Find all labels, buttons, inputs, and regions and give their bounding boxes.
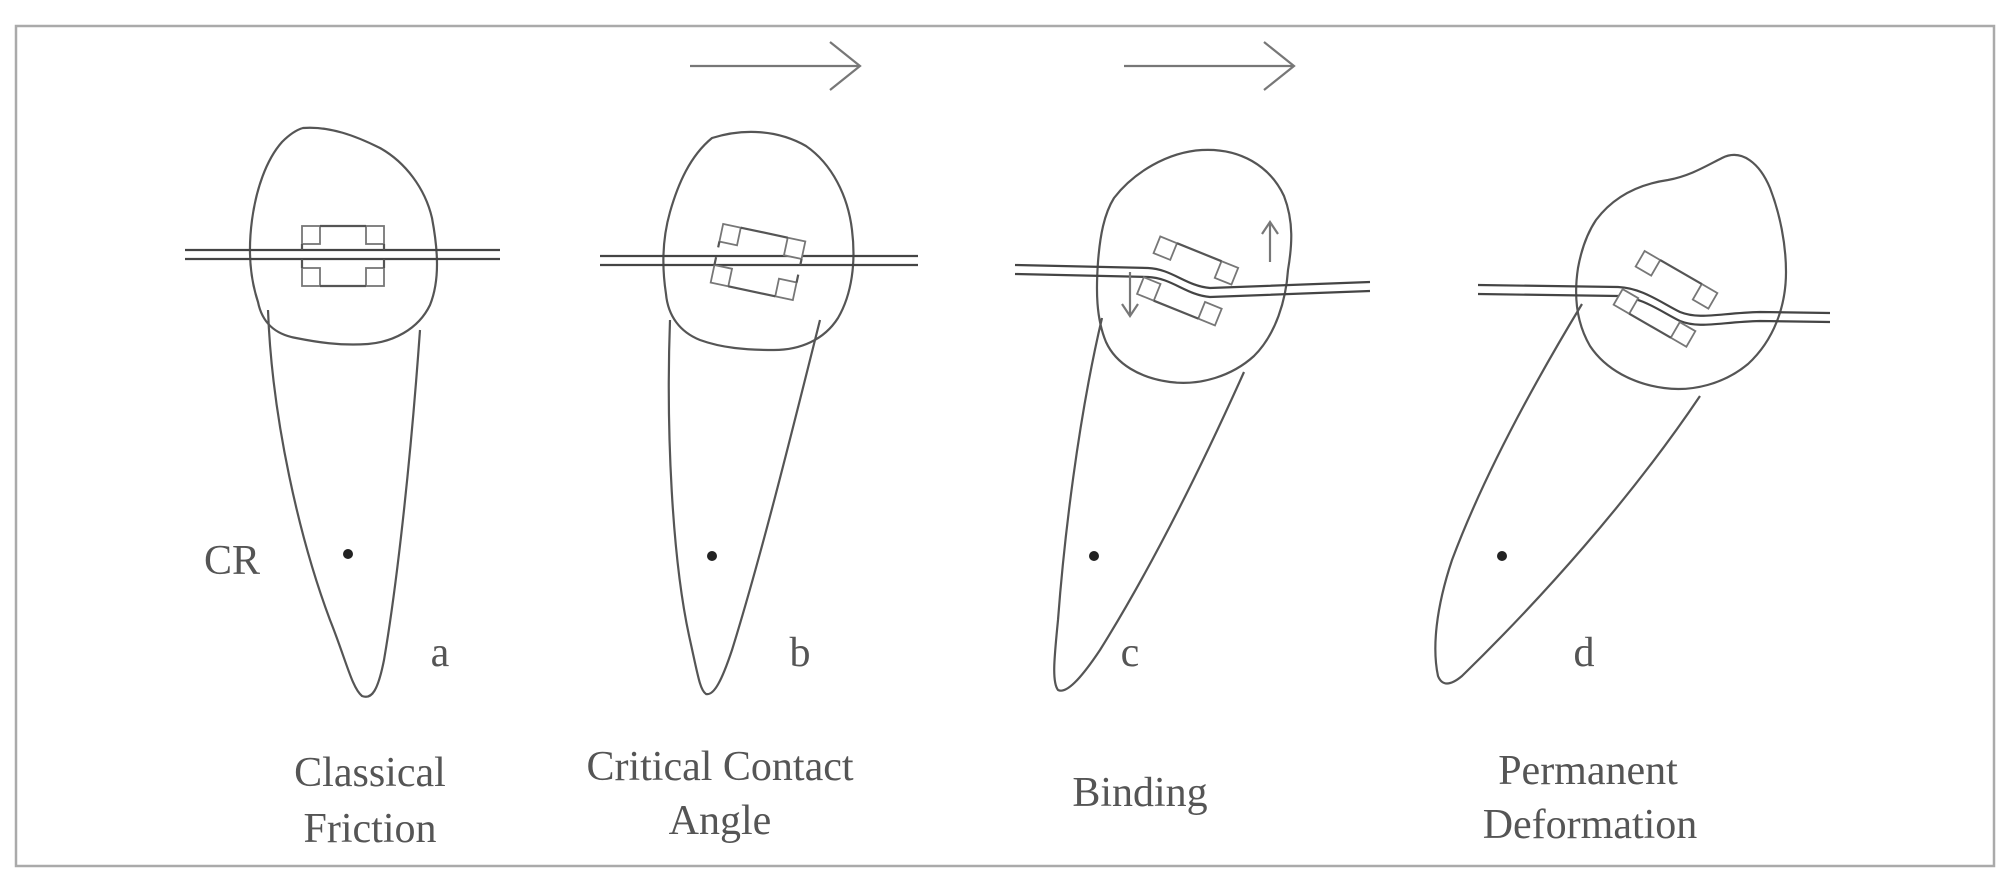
center-of-resistance-b — [707, 551, 717, 561]
panel-caption-a-line2: Friction — [304, 806, 437, 852]
panel-caption-d-line1: Permanent — [1498, 748, 1678, 794]
tooth-c-crown — [1095, 148, 1293, 384]
binding-arrow-down — [1121, 272, 1139, 318]
panel-letter-b: b — [790, 630, 811, 676]
figure-frame — [14, 24, 1996, 868]
center-of-resistance-a — [343, 549, 353, 559]
panel-a: CR a Classical Friction — [185, 126, 500, 852]
bracket-a — [300, 224, 386, 288]
tooth-d-root — [1434, 303, 1701, 685]
panel-caption-b-line2: Angle — [669, 798, 772, 844]
bracket-c — [1135, 235, 1240, 327]
center-of-resistance-d — [1497, 551, 1507, 561]
panel-b: b Critical Contact Angle — [586, 41, 918, 844]
bracket-d — [1612, 249, 1719, 348]
center-of-resistance-c — [1089, 551, 1099, 561]
panel-c: c Binding — [1014, 41, 1371, 816]
panel-letter-c: c — [1121, 630, 1140, 676]
panel-caption-b-line1: Critical Contact — [586, 744, 853, 790]
force-arrow-c — [1124, 41, 1296, 91]
bracket-b — [709, 222, 807, 302]
tooth-c-root — [1053, 317, 1246, 692]
tooth-b-root — [667, 319, 822, 696]
binding-arrow-up — [1261, 220, 1279, 262]
panel-d: d Permanent Deformation — [1434, 153, 1831, 848]
panel-letter-a: a — [431, 630, 450, 676]
panel-caption-c: Binding — [1072, 770, 1207, 816]
panel-caption-a-line1: Classical — [294, 750, 446, 796]
tooth-d-crown — [1575, 153, 1788, 391]
force-arrow-b — [690, 41, 862, 91]
tooth-a-root — [266, 309, 422, 698]
cr-label: CR — [204, 538, 260, 584]
tooth-b-crown — [662, 130, 855, 352]
panel-letter-d: d — [1574, 630, 1595, 676]
panel-caption-d-line2: Deformation — [1483, 802, 1698, 848]
tooth-a-crown — [248, 126, 439, 346]
